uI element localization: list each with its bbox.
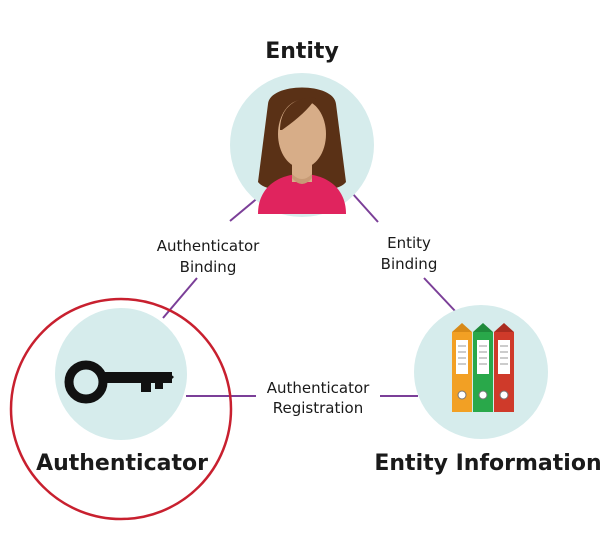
entity-title: Entity — [265, 39, 339, 64]
entity-binding-label-line1: Entity — [387, 234, 431, 252]
entity-binding-label-line2: Binding — [381, 255, 438, 273]
key-icon — [64, 360, 174, 404]
authenticator-highlight-ring — [9, 297, 233, 521]
entity-node: Entity — [230, 39, 374, 217]
authenticator-binding-label-line2: Binding — [180, 258, 237, 276]
connector-authenticator-binding — [162, 277, 198, 319]
authenticator-title: Authenticator — [36, 451, 208, 476]
authenticator-node: Authenticator — [9, 297, 233, 521]
binders-icon — [452, 323, 514, 412]
connector-authenticator-binding — [229, 195, 261, 222]
entity-information-title: Entity Information — [374, 451, 600, 476]
authenticator-registration-label-line2: Registration — [273, 399, 363, 417]
connector-entity-binding — [423, 277, 457, 313]
person-icon — [258, 87, 346, 214]
authenticator-binding-label-line1: Authenticator — [157, 237, 260, 255]
authenticator-registration-label-line1: Authenticator — [267, 379, 370, 397]
connector-entity-binding — [351, 192, 379, 223]
entity-information-node: Entity Information — [374, 305, 600, 476]
